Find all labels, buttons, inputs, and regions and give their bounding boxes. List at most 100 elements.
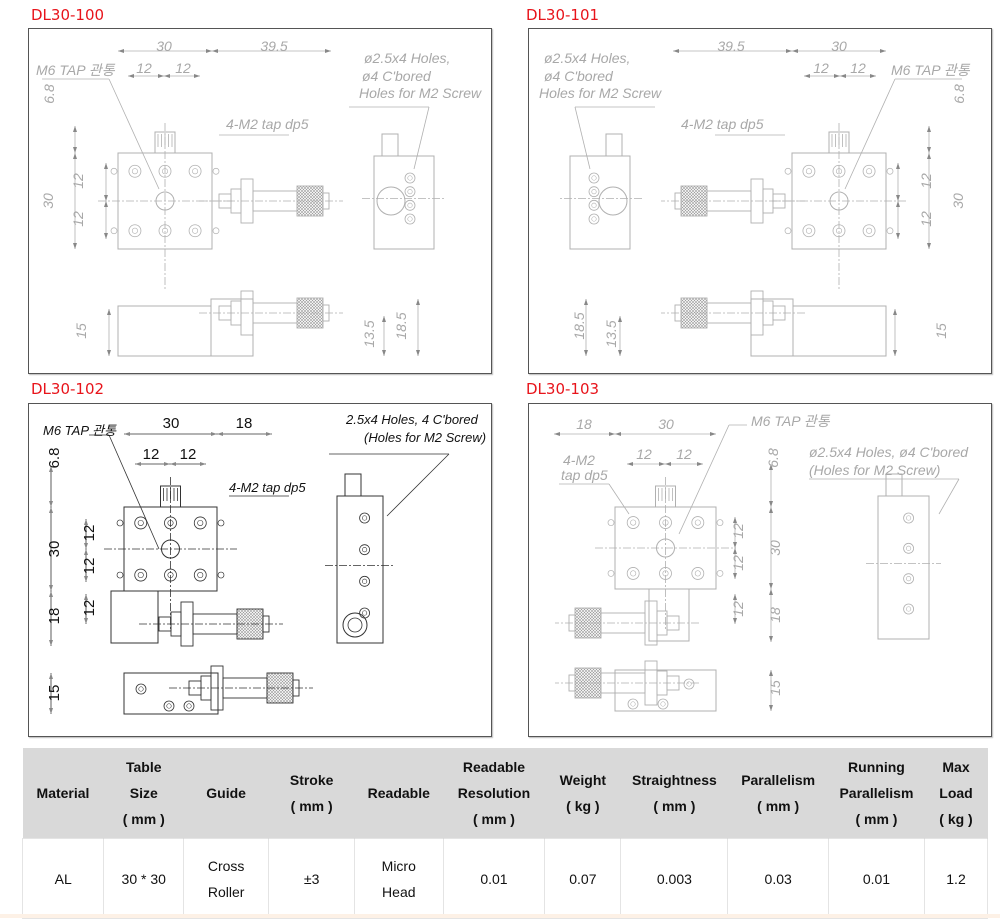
drawing-title-dl30-102: DL30-102 <box>31 380 105 398</box>
side-view <box>569 155 631 250</box>
drawing-line <box>574 106 591 170</box>
table-cell: 30 * 30 <box>103 838 184 919</box>
cell-text: 1.2 <box>946 870 966 887</box>
m6-tap-note: M6 TAP 관통 <box>36 62 116 78</box>
side-hole <box>886 167 894 175</box>
hole <box>694 519 701 526</box>
hole <box>359 544 371 556</box>
holes-note: ø2.5x4 Holes, <box>544 50 630 66</box>
cell-text: ( mm ) <box>855 811 898 827</box>
hole <box>591 216 597 222</box>
tap-note: 4-M2 tap dp5 <box>226 116 309 132</box>
table-cell: 0.07 <box>544 838 622 919</box>
side-hole <box>716 570 724 577</box>
hole <box>588 186 600 198</box>
cell-text: Running <box>848 759 905 775</box>
side-hole <box>212 167 220 175</box>
cell-text: ( mm ) <box>290 798 333 814</box>
table-cell: 0.01 <box>827 838 926 919</box>
cell-text: Roller <box>207 883 245 900</box>
side-hole <box>110 227 118 235</box>
hole <box>862 164 876 178</box>
lock-knob <box>381 133 399 157</box>
dim-label: 15 <box>767 680 783 696</box>
drawing-line <box>108 78 160 190</box>
dim-label: 18 <box>46 608 63 625</box>
bracket <box>648 588 690 642</box>
m6-tap-note: M6 TAP 관통 <box>751 413 831 429</box>
side-hole <box>217 519 225 527</box>
drawing-title-dl30-100: DL30-100 <box>31 6 105 24</box>
bracket <box>110 590 159 644</box>
cell-text: Cross <box>207 857 245 874</box>
dim-label: 18 <box>576 416 592 432</box>
hole <box>694 570 701 577</box>
hole <box>138 686 144 692</box>
dim-label: 6.8 <box>951 84 967 104</box>
side-bore <box>342 612 368 638</box>
hole <box>691 516 705 529</box>
dim-label: 12 <box>730 601 746 617</box>
technical-drawing: 39.5 30 12 12 M6 TAP 관통 ø2.5x4 Holes, ø4… <box>539 38 971 357</box>
hole <box>188 164 202 178</box>
hole <box>404 199 416 211</box>
side-hole <box>607 570 615 577</box>
cell-text: 30 * 30 <box>121 870 166 887</box>
tap-note: 4-M2 tap dp5 <box>229 480 306 495</box>
dim-label: 18.5 <box>571 312 587 339</box>
column-header: Guide <box>183 748 270 839</box>
hole <box>407 216 413 222</box>
hole <box>163 700 175 712</box>
dim-label: 12 <box>730 523 746 539</box>
side-view <box>877 495 930 640</box>
cell-text: Readable <box>367 785 430 801</box>
table-cell: 0.01 <box>442 838 546 919</box>
dim-label: 6.8 <box>46 448 63 469</box>
cell-text: Readable <box>462 759 526 775</box>
cell-text: 0.07 <box>569 870 597 887</box>
stage-geometry <box>49 432 450 715</box>
hole <box>407 202 413 208</box>
dim-arrow <box>416 299 420 356</box>
m6-tap-note: M6 TAP 관통 <box>891 62 971 78</box>
hole <box>591 202 597 208</box>
stage-geometry <box>42 49 446 357</box>
dim-arrow <box>733 594 737 624</box>
dim-label: 12 <box>813 60 829 76</box>
hole <box>404 213 416 225</box>
dim-arrow <box>73 126 77 153</box>
hole <box>359 575 371 587</box>
tap-note: 4-M2 tap dp5 <box>681 116 764 132</box>
bottom-view-bracket <box>210 298 254 357</box>
hole <box>134 516 148 530</box>
hole <box>626 567 640 580</box>
column-header: Parallelism( mm ) <box>727 748 829 839</box>
dim-arrow <box>84 519 88 549</box>
hole <box>906 576 912 582</box>
hole <box>906 515 912 521</box>
mirrored-geometry <box>558 49 962 357</box>
technical-drawing: 30 39.5 12 12 M6 TAP 관통 6.8 30 12 12 4-M… <box>36 38 482 357</box>
hole <box>660 701 666 707</box>
dim-label: 30 <box>163 415 180 432</box>
cell-text: Size <box>129 785 158 801</box>
dim-label: 39.5 <box>717 38 744 54</box>
hole <box>193 568 207 582</box>
cell-text: ±3 <box>303 870 320 887</box>
table-cell: 0.003 <box>620 838 729 919</box>
holes-note: (Holes for M2 Screw) <box>809 462 940 478</box>
hole <box>359 512 371 524</box>
holes-note: ø2.5x4 Holes, <box>364 50 450 66</box>
hole <box>183 700 195 712</box>
table-cell: 1.2 <box>924 838 988 919</box>
dim-label: 12 <box>730 555 746 571</box>
hole <box>188 224 202 238</box>
hole <box>362 610 368 616</box>
cell-text: 0.003 <box>656 870 692 887</box>
dim-label: 12 <box>180 446 197 463</box>
holes-note: ø2.5x4 Holes, ø4 C'bored <box>809 444 969 460</box>
hole <box>362 547 368 553</box>
